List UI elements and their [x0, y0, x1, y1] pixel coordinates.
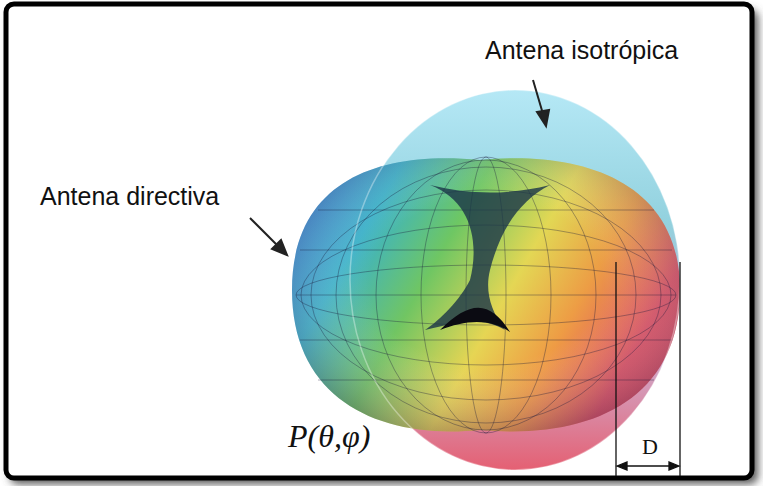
leader-arrows	[250, 80, 549, 255]
dimension-label: D	[639, 434, 661, 460]
dimension-d	[616, 262, 680, 476]
sphere-outline	[350, 90, 680, 470]
antenna-label: Antena isotrópica	[485, 36, 678, 65]
frame	[6, 4, 752, 478]
antenna-label: Antena directiva	[40, 182, 219, 211]
formula-label: P(θ,φ)	[288, 418, 370, 455]
